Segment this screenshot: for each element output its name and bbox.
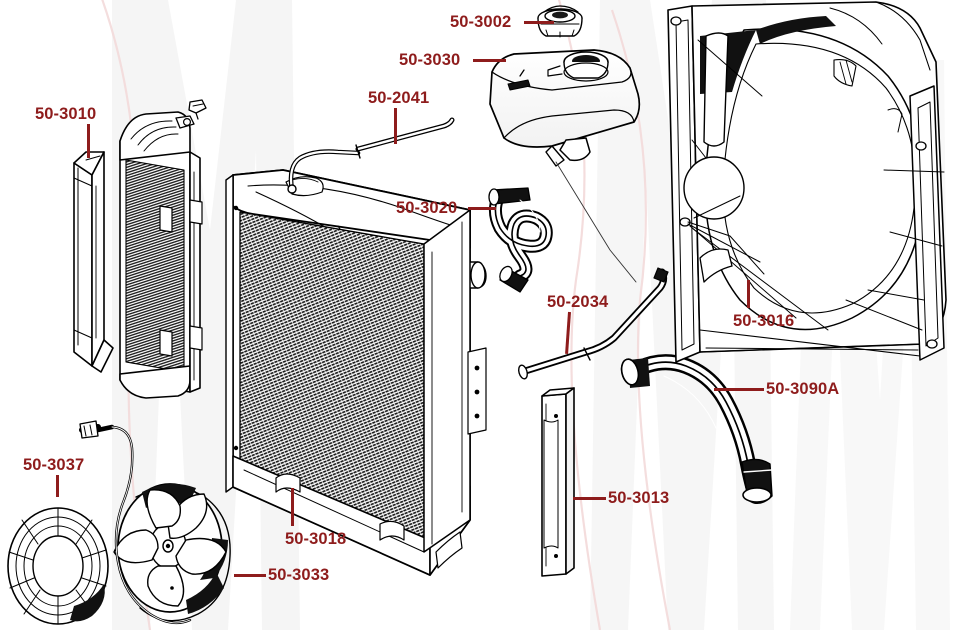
leader-line-50-3018 [291, 488, 294, 526]
leader-line-50-3020 [468, 207, 496, 210]
leader-line-50-2041 [394, 108, 397, 144]
part-label-50-3030[interactable]: 50-3030 [399, 51, 461, 69]
part-drain-plug [188, 99, 207, 120]
part-50-3010-side-channel [73, 151, 114, 373]
part-label-50-3020[interactable]: 50-3020 [396, 199, 458, 217]
part-secondary-core-panel [119, 111, 203, 399]
part-50-3090A-lower-hose [620, 354, 773, 504]
part-label-50-3016[interactable]: 50-3016 [733, 312, 795, 330]
leader-line-50-3030 [473, 59, 506, 62]
leader-line-50-3090A [714, 388, 764, 391]
part-label-50-3018[interactable]: 50-3018 [285, 530, 347, 548]
part-label-50-2041[interactable]: 50-2041 [368, 89, 430, 107]
leader-line-50-3002 [524, 21, 554, 24]
leader-line-50-3013 [573, 497, 606, 500]
part-label-50-3002[interactable]: 50-3002 [450, 13, 512, 31]
part-label-50-3037[interactable]: 50-3037 [23, 456, 85, 474]
part-50-3013-strap [541, 387, 575, 577]
part-label-50-3013[interactable]: 50-3013 [608, 489, 670, 507]
leader-line-50-3033 [234, 574, 266, 577]
part-50-3037-fan-ring [7, 507, 109, 625]
part-50-3018-radiator [225, 169, 487, 576]
part-50-3033-cooling-fan [113, 483, 231, 622]
leader-line-50-3010 [87, 124, 90, 158]
part-label-50-3033[interactable]: 50-3033 [268, 566, 330, 584]
part-fan-wiring-lead [79, 420, 192, 625]
part-50-3020-upper-hose [488, 187, 553, 293]
part-label-50-3090A[interactable]: 50-3090A [766, 380, 840, 398]
part-50-2041-overflow-pipe [287, 117, 455, 194]
part-label-50-2034[interactable]: 50-2034 [547, 293, 609, 311]
part-50-3016-fan-shroud [667, 1, 947, 363]
part-label-50-3010[interactable]: 50-3010 [35, 105, 97, 123]
leader-line-50-3016 [747, 280, 750, 308]
leader-line-50-3037 [56, 475, 59, 497]
part-50-2034-bleed-pipe [517, 267, 669, 380]
part-50-3030-expansion-tank [489, 49, 641, 283]
